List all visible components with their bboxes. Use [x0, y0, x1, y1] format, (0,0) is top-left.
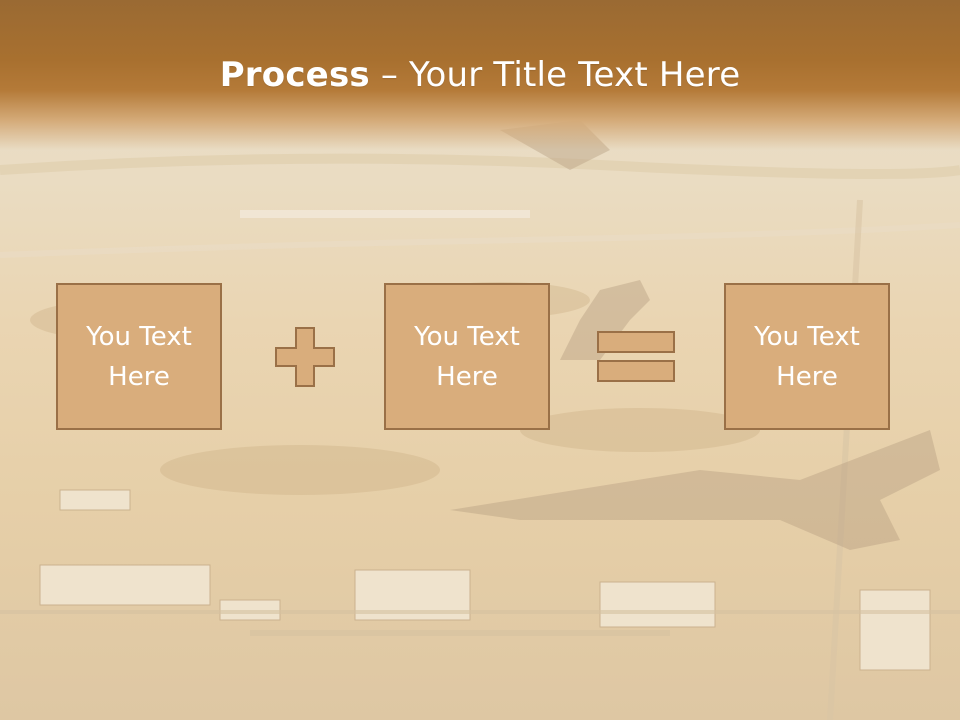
box-1-text: You Text Here: [86, 321, 192, 392]
box-2-text: You Text Here: [414, 321, 520, 392]
plus-icon: [275, 327, 335, 387]
slide-title[interactable]: Process – Your Title Text Here: [0, 52, 960, 98]
title-rest: – Your Title Text Here: [369, 55, 741, 95]
equals-icon: [597, 331, 675, 382]
title-bold: Process: [219, 55, 370, 95]
title-banner: [0, 0, 960, 150]
box-3-text: You Text Here: [754, 321, 860, 392]
process-box-1[interactable]: You Text Here: [56, 283, 222, 430]
process-box-3[interactable]: You Text Here: [724, 283, 890, 430]
process-box-2[interactable]: You Text Here: [384, 283, 550, 430]
